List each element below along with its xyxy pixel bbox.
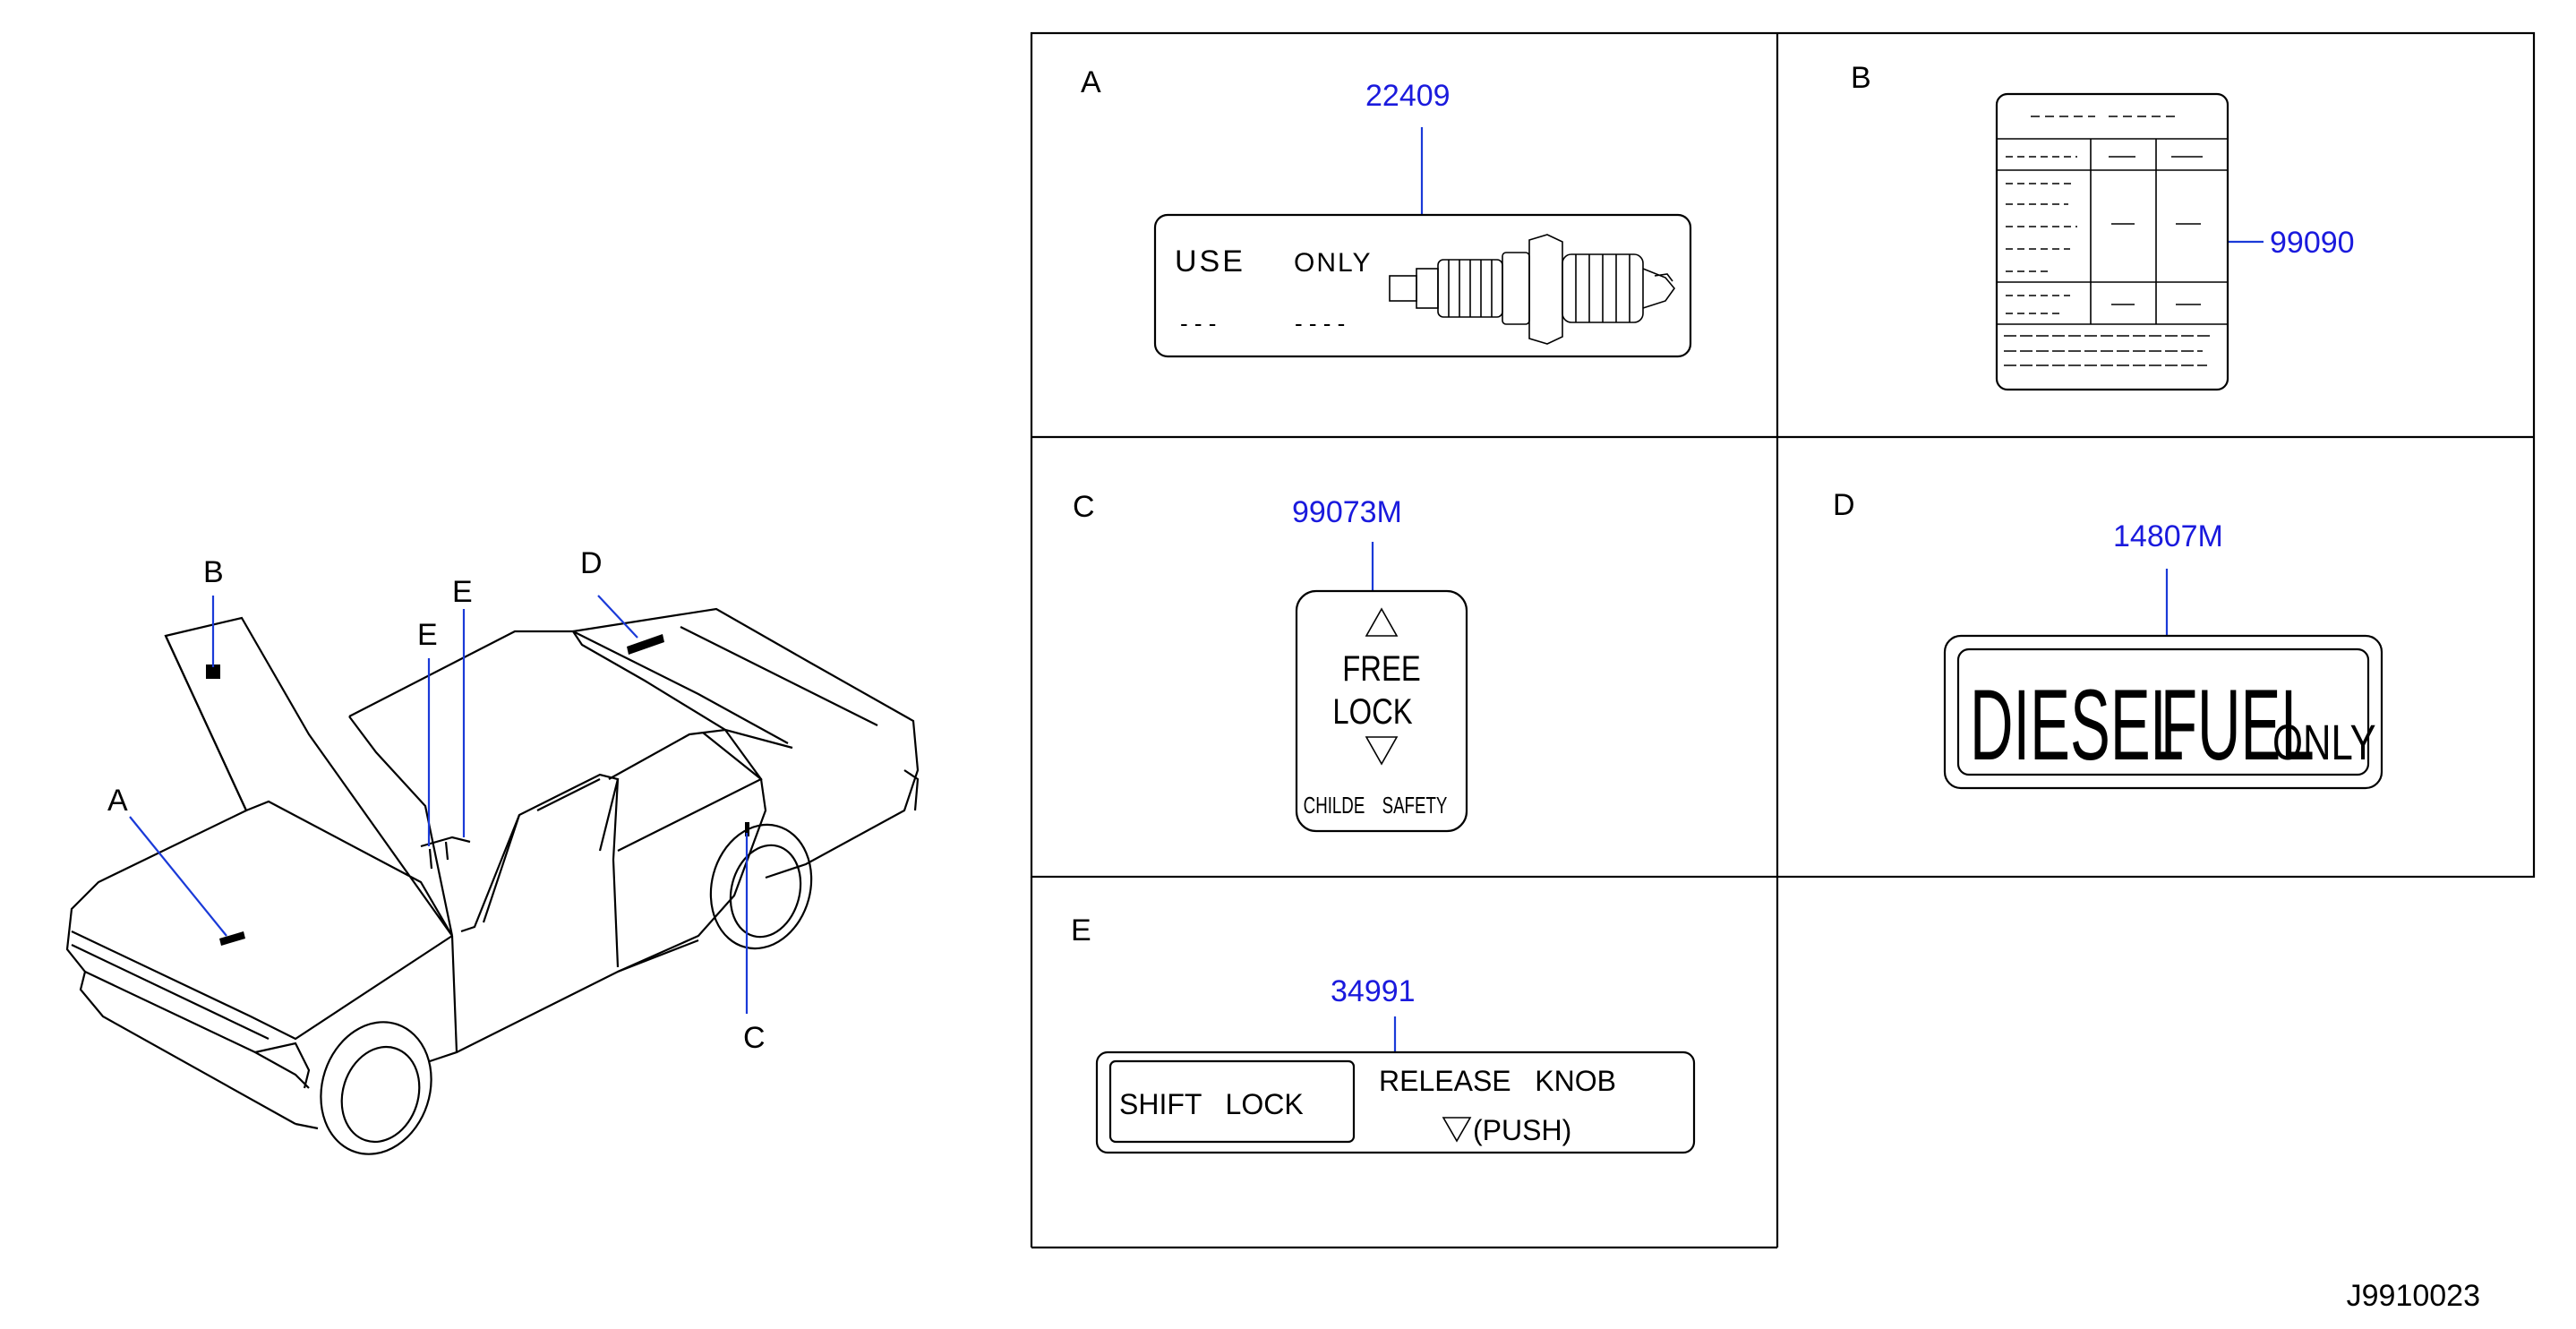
panel-e-release-knob: RELEASE KNOB — [1379, 1065, 1616, 1097]
callout-e-2: E — [452, 575, 473, 609]
spark-plug-icon — [1389, 234, 1676, 345]
panel-d-diesel: DIESEL — [1970, 668, 2184, 781]
triangle-down-icon — [1365, 736, 1399, 766]
panel-a-dash-1: - - - — [1180, 310, 1216, 337]
panel-e-letter: E — [1071, 913, 1091, 947]
panel-c-safety: SAFETY — [1382, 792, 1448, 819]
panel-a-use: USE — [1175, 244, 1245, 279]
panel-d: D 14807M DIESEL FUEL ONLY — [1833, 488, 2383, 790]
callout-e-1: E — [417, 618, 438, 652]
panel-a-dash-2: - - - - — [1295, 310, 1345, 337]
label-d-marker — [627, 634, 664, 655]
car-illustration: B A D C E E — [65, 546, 920, 1155]
label-b-marker — [206, 664, 220, 679]
triangle-down-icon — [1442, 1117, 1472, 1143]
panel-a-letter: A — [1081, 65, 1101, 99]
panel-c-letter: C — [1073, 490, 1095, 524]
panel-c-part-number[interactable]: 99073M — [1292, 495, 1402, 529]
panel-c-childe: CHILDE — [1304, 792, 1365, 819]
panel-a-only: ONLY — [1294, 248, 1372, 278]
panel-d-part-number[interactable]: 14807M — [2113, 519, 2223, 553]
panel-c: C 99073M FREE LOCK CHILDE SAFETY — [1073, 490, 1468, 833]
panel-grid — [1030, 31, 2536, 1249]
panel-b-letter: B — [1851, 61, 1871, 95]
panel-e: E 34991 SHIFT LOCK RELEASE KNOB (PUSH) — [1071, 913, 1696, 1154]
panel-c-lock: LOCK — [1332, 691, 1412, 732]
callout-a: A — [107, 784, 128, 818]
panel-e-shift-lock: SHIFT LOCK — [1119, 1088, 1304, 1120]
panel-b-part-number[interactable]: 99090 — [2270, 226, 2355, 260]
label-a-marker — [219, 931, 245, 946]
panel-d-only: ONLY — [2272, 715, 2376, 770]
callout-c: C — [743, 1021, 766, 1055]
callout-d: D — [580, 546, 603, 580]
panel-d-fuel: FUEL — [2161, 668, 2315, 781]
panel-b: B 99090 — [1851, 61, 2355, 391]
panel-e-push: (PUSH) — [1473, 1114, 1571, 1146]
callout-b: B — [203, 555, 224, 589]
diagram-id: J9910023 — [2347, 1279, 2480, 1313]
panel-a-part-number[interactable]: 22409 — [1365, 79, 1451, 113]
emission-label-table — [1995, 92, 2229, 391]
panel-a: A 22409 USE ONLY - - - - - - - — [1081, 65, 1692, 358]
triangle-up-icon — [1365, 607, 1399, 637]
panel-e-part-number[interactable]: 34991 — [1331, 974, 1416, 1008]
panel-d-letter: D — [1833, 488, 1855, 522]
panel-c-free: FREE — [1342, 648, 1420, 689]
label-c-marker — [745, 822, 749, 836]
